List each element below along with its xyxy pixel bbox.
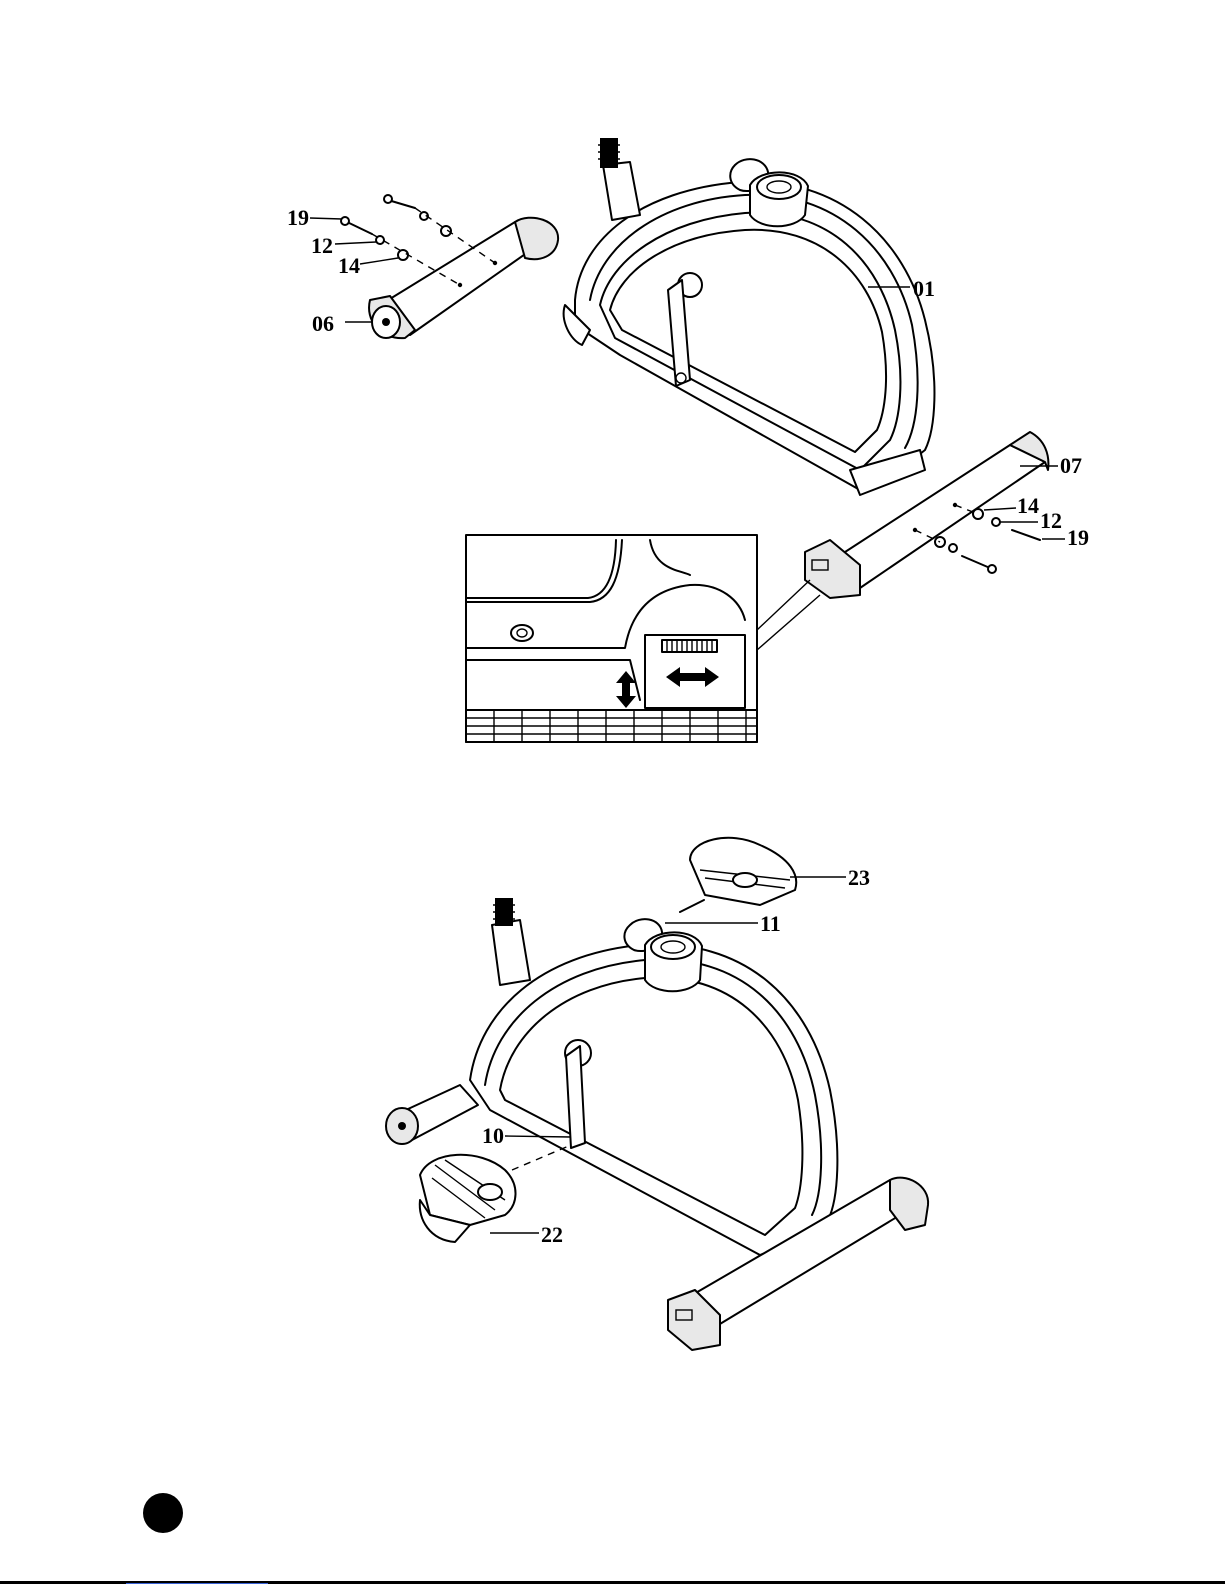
label-part-11: 11	[760, 911, 781, 936]
label-part-14-rear: 14	[1017, 493, 1039, 518]
label-part-12-front: 12	[311, 233, 333, 258]
pedal-23: 23	[680, 838, 870, 912]
bottom-assembly: 23 11 22 10	[386, 838, 928, 1350]
label-part-10: 10	[482, 1123, 504, 1148]
label-part-01: 01	[913, 276, 935, 301]
label-part-14-front: 14	[338, 253, 360, 278]
label-part-07: 07	[1060, 453, 1082, 478]
main-frame-01: 01	[564, 138, 935, 495]
pedal-22: 22	[420, 1145, 571, 1247]
leader-10	[505, 1136, 571, 1137]
label-part-22: 22	[541, 1222, 563, 1247]
label-part-19-front: 19	[287, 205, 309, 230]
label-part-06: 06	[312, 311, 334, 336]
assembled-frame	[386, 898, 928, 1350]
top-assembly: 01 06 19 1	[287, 138, 1089, 742]
detail-inset	[466, 535, 820, 742]
label-part-12-rear: 12	[1040, 508, 1062, 533]
label-part-23: 23	[848, 865, 870, 890]
label-part-19-rear: 19	[1067, 525, 1089, 550]
washer-14-icon	[398, 250, 408, 260]
